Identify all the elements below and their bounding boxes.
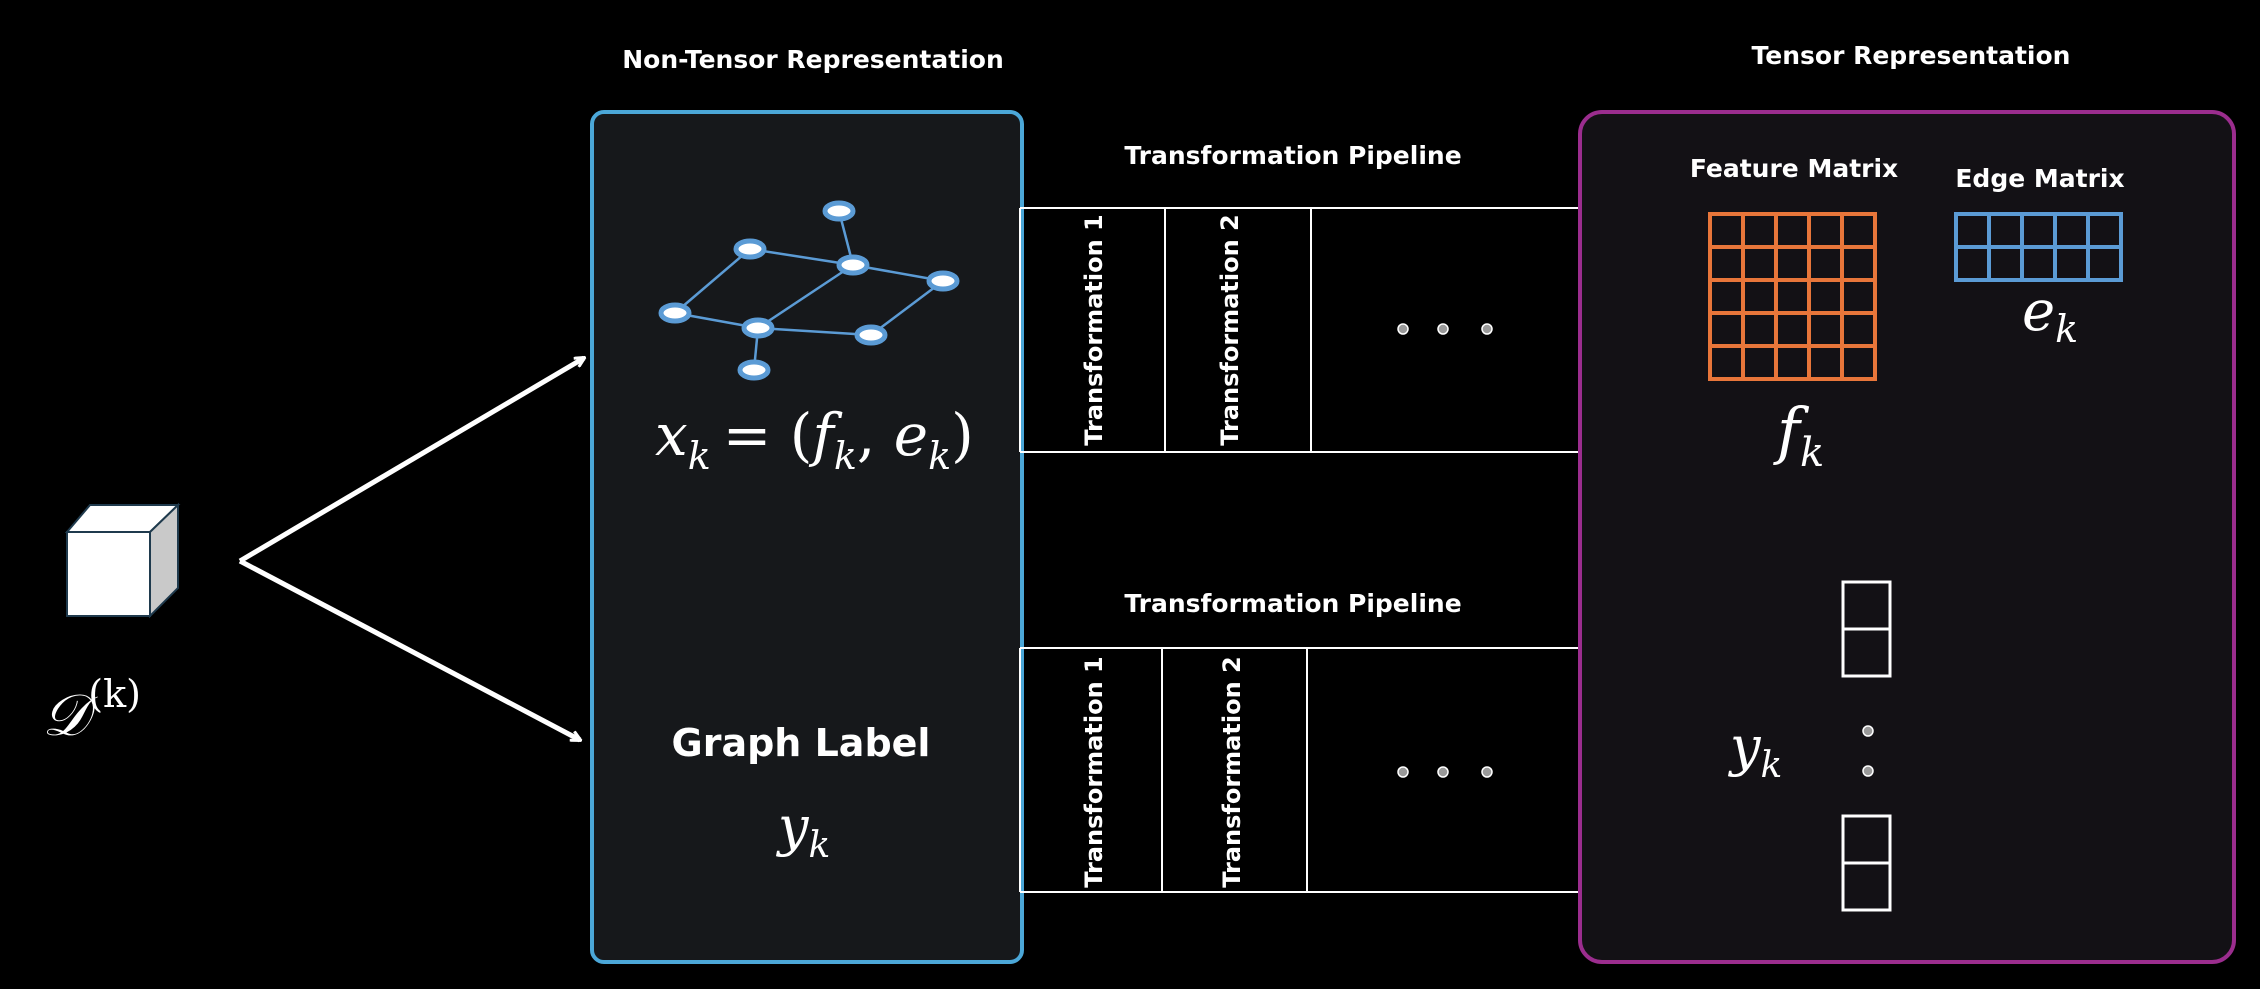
non-tensor-title: Non-Tensor Representation (622, 45, 1004, 74)
formula-x-sub: k (688, 434, 711, 478)
pipeline-step-2: Transformation 2 (1218, 656, 1246, 887)
dataset-cube-icon (64, 502, 181, 619)
graph-node (733, 238, 767, 260)
label-vector-ellipsis (1862, 725, 1874, 777)
feature-matrix-title: Feature Matrix (1690, 154, 1898, 183)
pipeline-title: Transformation Pipeline (1124, 589, 1461, 618)
graph-formula: xk= (fk, ek) (655, 401, 974, 478)
dataset-symbol: 𝒟(k) (42, 672, 141, 749)
label-vector-symbol: yk (1728, 715, 1782, 786)
dataset-arrows (238, 358, 584, 743)
formula-f-sub: k (834, 434, 857, 478)
graph-node (658, 302, 692, 324)
pipeline-title: Transformation Pipeline (1124, 141, 1461, 170)
dataset-symbol-superscript: (k) (88, 672, 141, 716)
edge-matrix-title: Edge Matrix (1955, 164, 2124, 193)
feature-matrix-grid (1708, 212, 1877, 381)
graph-label-title: Graph Label (672, 721, 931, 765)
arrow-to-graph (238, 358, 584, 564)
formula-comma: , (857, 401, 894, 469)
matrix-cell (1840, 344, 1877, 381)
label-y: y (776, 795, 810, 858)
graph-node (854, 324, 888, 346)
graph-label-symbol: yk (776, 795, 830, 866)
pipeline-step-1: Transformation 1 (1080, 656, 1108, 887)
vector-y: y (1728, 715, 1762, 778)
vector-y-sub: k (1761, 745, 1783, 786)
tensor-title: Tensor Representation (1752, 41, 2071, 70)
graph-node (737, 359, 771, 381)
label-vector (1841, 580, 1892, 912)
edge-matrix-symbol: ek (2022, 279, 2078, 351)
formula-eq: = ( (723, 401, 813, 469)
label-y-sub: k (809, 825, 831, 866)
edge-symbol-sub: k (2055, 307, 2078, 351)
graph-node (926, 270, 960, 292)
graph-icon (658, 200, 960, 381)
edge-matrix-grid (1954, 212, 2123, 282)
graph-node (836, 254, 870, 276)
pipeline-step-2: Transformation 2 (1216, 214, 1244, 445)
graph-node (822, 200, 856, 222)
pipeline-ellipsis (1397, 766, 1493, 778)
formula-e: e (894, 401, 928, 469)
pipeline-top: Transformation Pipeline Transformation 1… (1019, 141, 1578, 453)
formula-close: ) (951, 401, 974, 469)
formula-x: x (655, 401, 688, 469)
formula-e-sub: k (928, 434, 951, 478)
non-tensor-panel (590, 110, 1024, 964)
pipeline-step-1: Transformation 1 (1080, 214, 1108, 445)
matrix-cell (2086, 245, 2123, 282)
edge-symbol: e (2022, 279, 2055, 344)
tensor-panel (1578, 110, 2236, 964)
pipeline-ellipsis (1397, 323, 1493, 335)
graph-node (741, 317, 775, 339)
arrow-to-label (238, 558, 580, 743)
feature-symbol-sub: k (1800, 430, 1824, 476)
pipeline-bottom: Transformation Pipeline Transformation 1… (1019, 589, 1578, 893)
